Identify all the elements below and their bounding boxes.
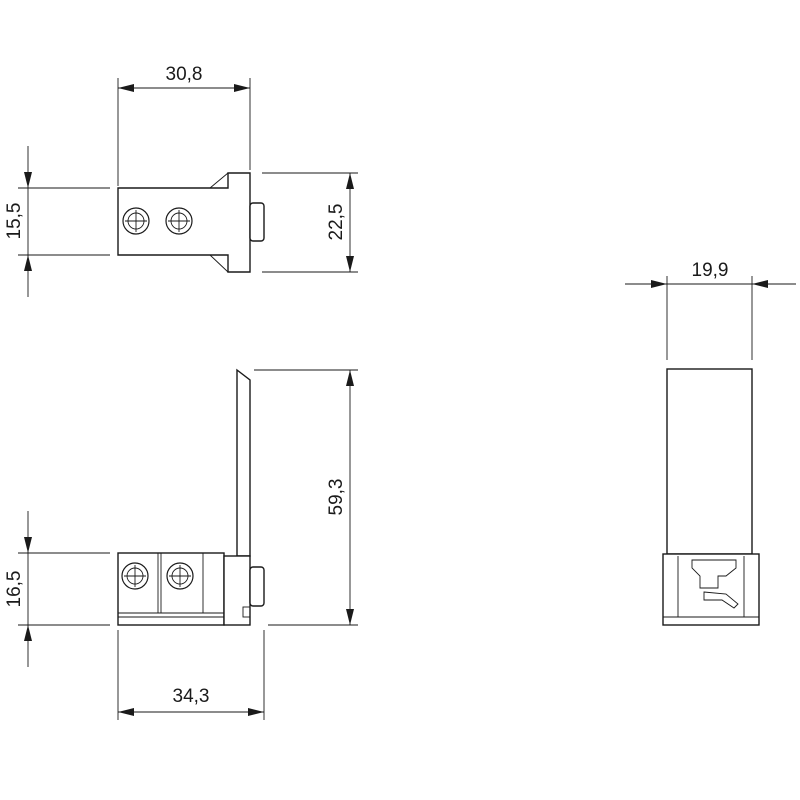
- side-view-body: [666, 368, 753, 555]
- front-view-screw-2: [166, 562, 194, 590]
- top-view-body: [117, 172, 251, 273]
- dimension-label: 59,3: [326, 479, 347, 516]
- front-view-housing: [223, 555, 251, 626]
- dimension-front-block-height: 16,5: [4, 511, 110, 667]
- front-view-screw-1: [121, 562, 149, 590]
- dimension-label: 30,8: [166, 64, 203, 85]
- dimension-top-large-height: 22,5: [262, 172, 358, 273]
- dimension-top-small-height: 15,5: [4, 146, 110, 297]
- side-view-base: [662, 553, 760, 626]
- dimension-front-width: 34,3: [117, 630, 265, 720]
- dimension-label: 22,5: [326, 204, 347, 241]
- front-view: [117, 368, 265, 626]
- dimension-front-total-height: 59,3: [254, 369, 358, 626]
- top-view: [117, 172, 265, 273]
- side-view-clip: [691, 559, 737, 589]
- top-view-step: [209, 172, 229, 189]
- top-view-screw-1: [122, 207, 150, 235]
- front-view-knob: [249, 566, 265, 607]
- dimension-label: 34,3: [173, 686, 210, 707]
- top-view-knob: [249, 202, 265, 242]
- dimension-side-width: 19,9: [625, 260, 796, 360]
- dimension-label: 15,5: [4, 203, 25, 240]
- side-view: [662, 368, 760, 626]
- front-view-housing-detail: [242, 606, 251, 618]
- dimension-label: 19,9: [692, 260, 729, 281]
- dimension-label: 16,5: [4, 571, 25, 608]
- top-view-step: [209, 254, 229, 273]
- top-view-screw-2: [165, 207, 193, 235]
- front-view-mast: [236, 368, 251, 557]
- side-view-lever: [703, 591, 739, 609]
- dimension-top-width: 30,8: [117, 64, 251, 186]
